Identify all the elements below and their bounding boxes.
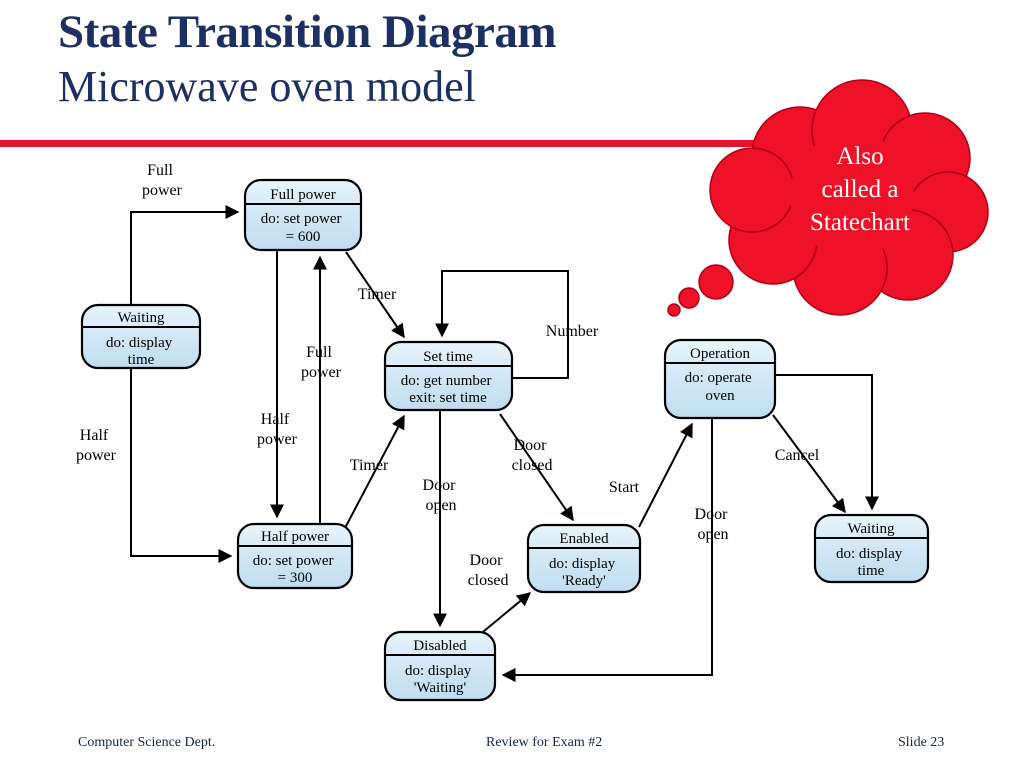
- edge-label-timer-bottom: Timer: [350, 457, 389, 474]
- edge-label-full-power-mid: Full power: [301, 344, 342, 381]
- edge-enabled-to-operation: [638, 422, 693, 528]
- state-waiting-left[interactable]: Waiting do: display time: [80, 303, 202, 370]
- title-block: State Transition Diagram Microwave oven …: [58, 6, 758, 112]
- edge-label-half-power-mid: Half power: [257, 411, 298, 448]
- state-half-power[interactable]: Half power do: set power = 300: [236, 522, 354, 590]
- state-name-operation: Operation: [690, 346, 750, 362]
- page-title: State Transition Diagram: [58, 6, 557, 58]
- state-body-operation: do: operate oven: [685, 370, 756, 404]
- edge-set-time-to-enabled: [499, 413, 574, 522]
- state-name-waiting-left: Waiting: [117, 310, 165, 326]
- edge-operation-to-waiting-route: [775, 374, 879, 511]
- state-name-half-power: Half power: [261, 529, 329, 545]
- edge-waiting-to-full-power: [130, 205, 240, 305]
- state-body-waiting-left: do: display time: [106, 335, 176, 368]
- state-body-waiting-right: do: display time: [836, 546, 906, 579]
- title-divider-rule: [0, 140, 800, 147]
- footer-department: Computer Science Dept.: [78, 735, 216, 750]
- slide-footer: Computer Science Dept. Review for Exam #…: [0, 735, 1024, 759]
- edge-label-door-open-operation: Door open: [695, 506, 732, 543]
- edge-operation-to-disabled: [501, 418, 713, 682]
- edge-label-full-power-top: Full power: [142, 162, 183, 199]
- edge-operation-to-waiting-cancel: [772, 414, 846, 514]
- state-body-disabled: do: display 'Waiting': [405, 663, 475, 696]
- state-body-full-power: do: set power = 600: [261, 211, 346, 245]
- transition-edges: [130, 205, 879, 682]
- state-body-enabled: do: display 'Ready': [549, 556, 619, 589]
- state-body-set-time: do: get number exit: set time: [401, 373, 496, 406]
- state-disabled[interactable]: Disabled do: display 'Waiting': [383, 630, 497, 702]
- footer-context: Review for Exam #2: [486, 735, 603, 750]
- edge-set-time-number-self-loop: [435, 270, 569, 379]
- edge-label-half-power-left: Half power: [76, 427, 117, 464]
- state-enabled[interactable]: Enabled do: display 'Ready': [526, 523, 642, 594]
- statechart-callout-bubble: [667, 79, 989, 317]
- edge-full-power-to-set-time: [345, 251, 405, 339]
- edge-disabled-to-enabled: [477, 592, 532, 637]
- edge-label-timer-top: Timer: [358, 286, 397, 303]
- state-name-waiting-right: Waiting: [847, 521, 895, 537]
- state-name-disabled: Disabled: [413, 638, 467, 654]
- edge-label-cancel: Cancel: [775, 447, 820, 464]
- edge-waiting-to-half-power: [130, 368, 233, 563]
- state-name-full-power: Full power: [270, 187, 335, 203]
- edge-half-power-to-set-time: [344, 414, 405, 529]
- edge-label-door-closed-lower: Door closed: [468, 552, 509, 589]
- edge-label-door-open-set-time: Door open: [423, 477, 460, 514]
- state-waiting-right[interactable]: Waiting do: display time: [813, 513, 930, 584]
- state-name-set-time: Set time: [423, 349, 473, 365]
- state-name-enabled: Enabled: [559, 531, 609, 547]
- state-body-half-power: do: set power = 300: [253, 553, 338, 586]
- edge-label-number: Number: [546, 323, 599, 340]
- state-full-power[interactable]: Full power do: set power = 600: [243, 178, 363, 252]
- edge-label-start: Start: [609, 479, 640, 496]
- edge-label-group: Full power Half power Half power Full po…: [76, 162, 820, 589]
- footer-slide-number: Slide 23: [898, 735, 945, 750]
- edge-label-door-closed-upper: Door closed: [512, 437, 553, 474]
- state-operation[interactable]: Operation do: operate oven: [663, 338, 777, 420]
- page-subtitle: Microwave oven model: [58, 62, 476, 112]
- state-set-time[interactable]: Set time do: get number exit: set time: [383, 340, 514, 412]
